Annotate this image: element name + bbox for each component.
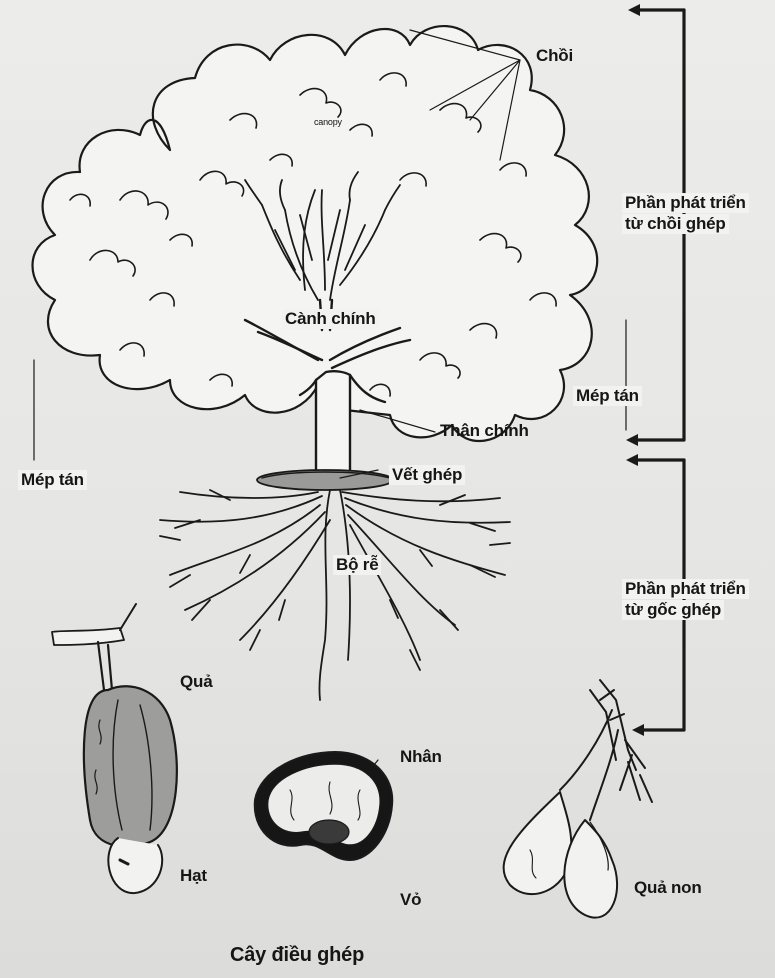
label-vo: Vỏ xyxy=(400,890,421,910)
label-mep-tan-right: Mép tán xyxy=(573,386,642,406)
label-phan-phat-trien-choi-2: từ chồi ghép xyxy=(622,214,729,234)
label-choi: Chồi xyxy=(536,46,573,66)
figure-title: Cây điều ghép xyxy=(230,944,364,967)
label-mep-tan-left: Mép tán xyxy=(18,470,87,490)
cashew-fruit-drawing xyxy=(52,604,177,893)
nut-cross-section xyxy=(255,752,393,860)
label-canopy-tiny: canopy xyxy=(314,117,342,127)
label-qua: Quả xyxy=(180,672,212,692)
arrowheads xyxy=(626,4,644,736)
label-than-chinh: Thân chính xyxy=(440,421,529,441)
label-phan-phat-trien-goc-2: từ gốc ghép xyxy=(622,600,724,620)
bracket-arrows xyxy=(634,10,684,730)
label-vet-ghep: Vết ghép xyxy=(389,465,465,485)
label-phan-phat-trien-choi-1: Phần phát triển xyxy=(622,193,749,213)
young-fruit-branch xyxy=(504,680,652,918)
label-nhan: Nhân xyxy=(400,747,442,767)
label-phan-phat-trien-goc-1: Phần phát triển xyxy=(622,579,749,599)
label-hat: Hạt xyxy=(180,866,207,886)
root-system xyxy=(160,490,510,700)
label-qua-non: Quả non xyxy=(634,878,702,898)
label-bo-re: Bộ rễ xyxy=(333,555,381,575)
label-canh-chinh: Cành chính xyxy=(282,309,379,329)
graft-union xyxy=(257,470,393,490)
